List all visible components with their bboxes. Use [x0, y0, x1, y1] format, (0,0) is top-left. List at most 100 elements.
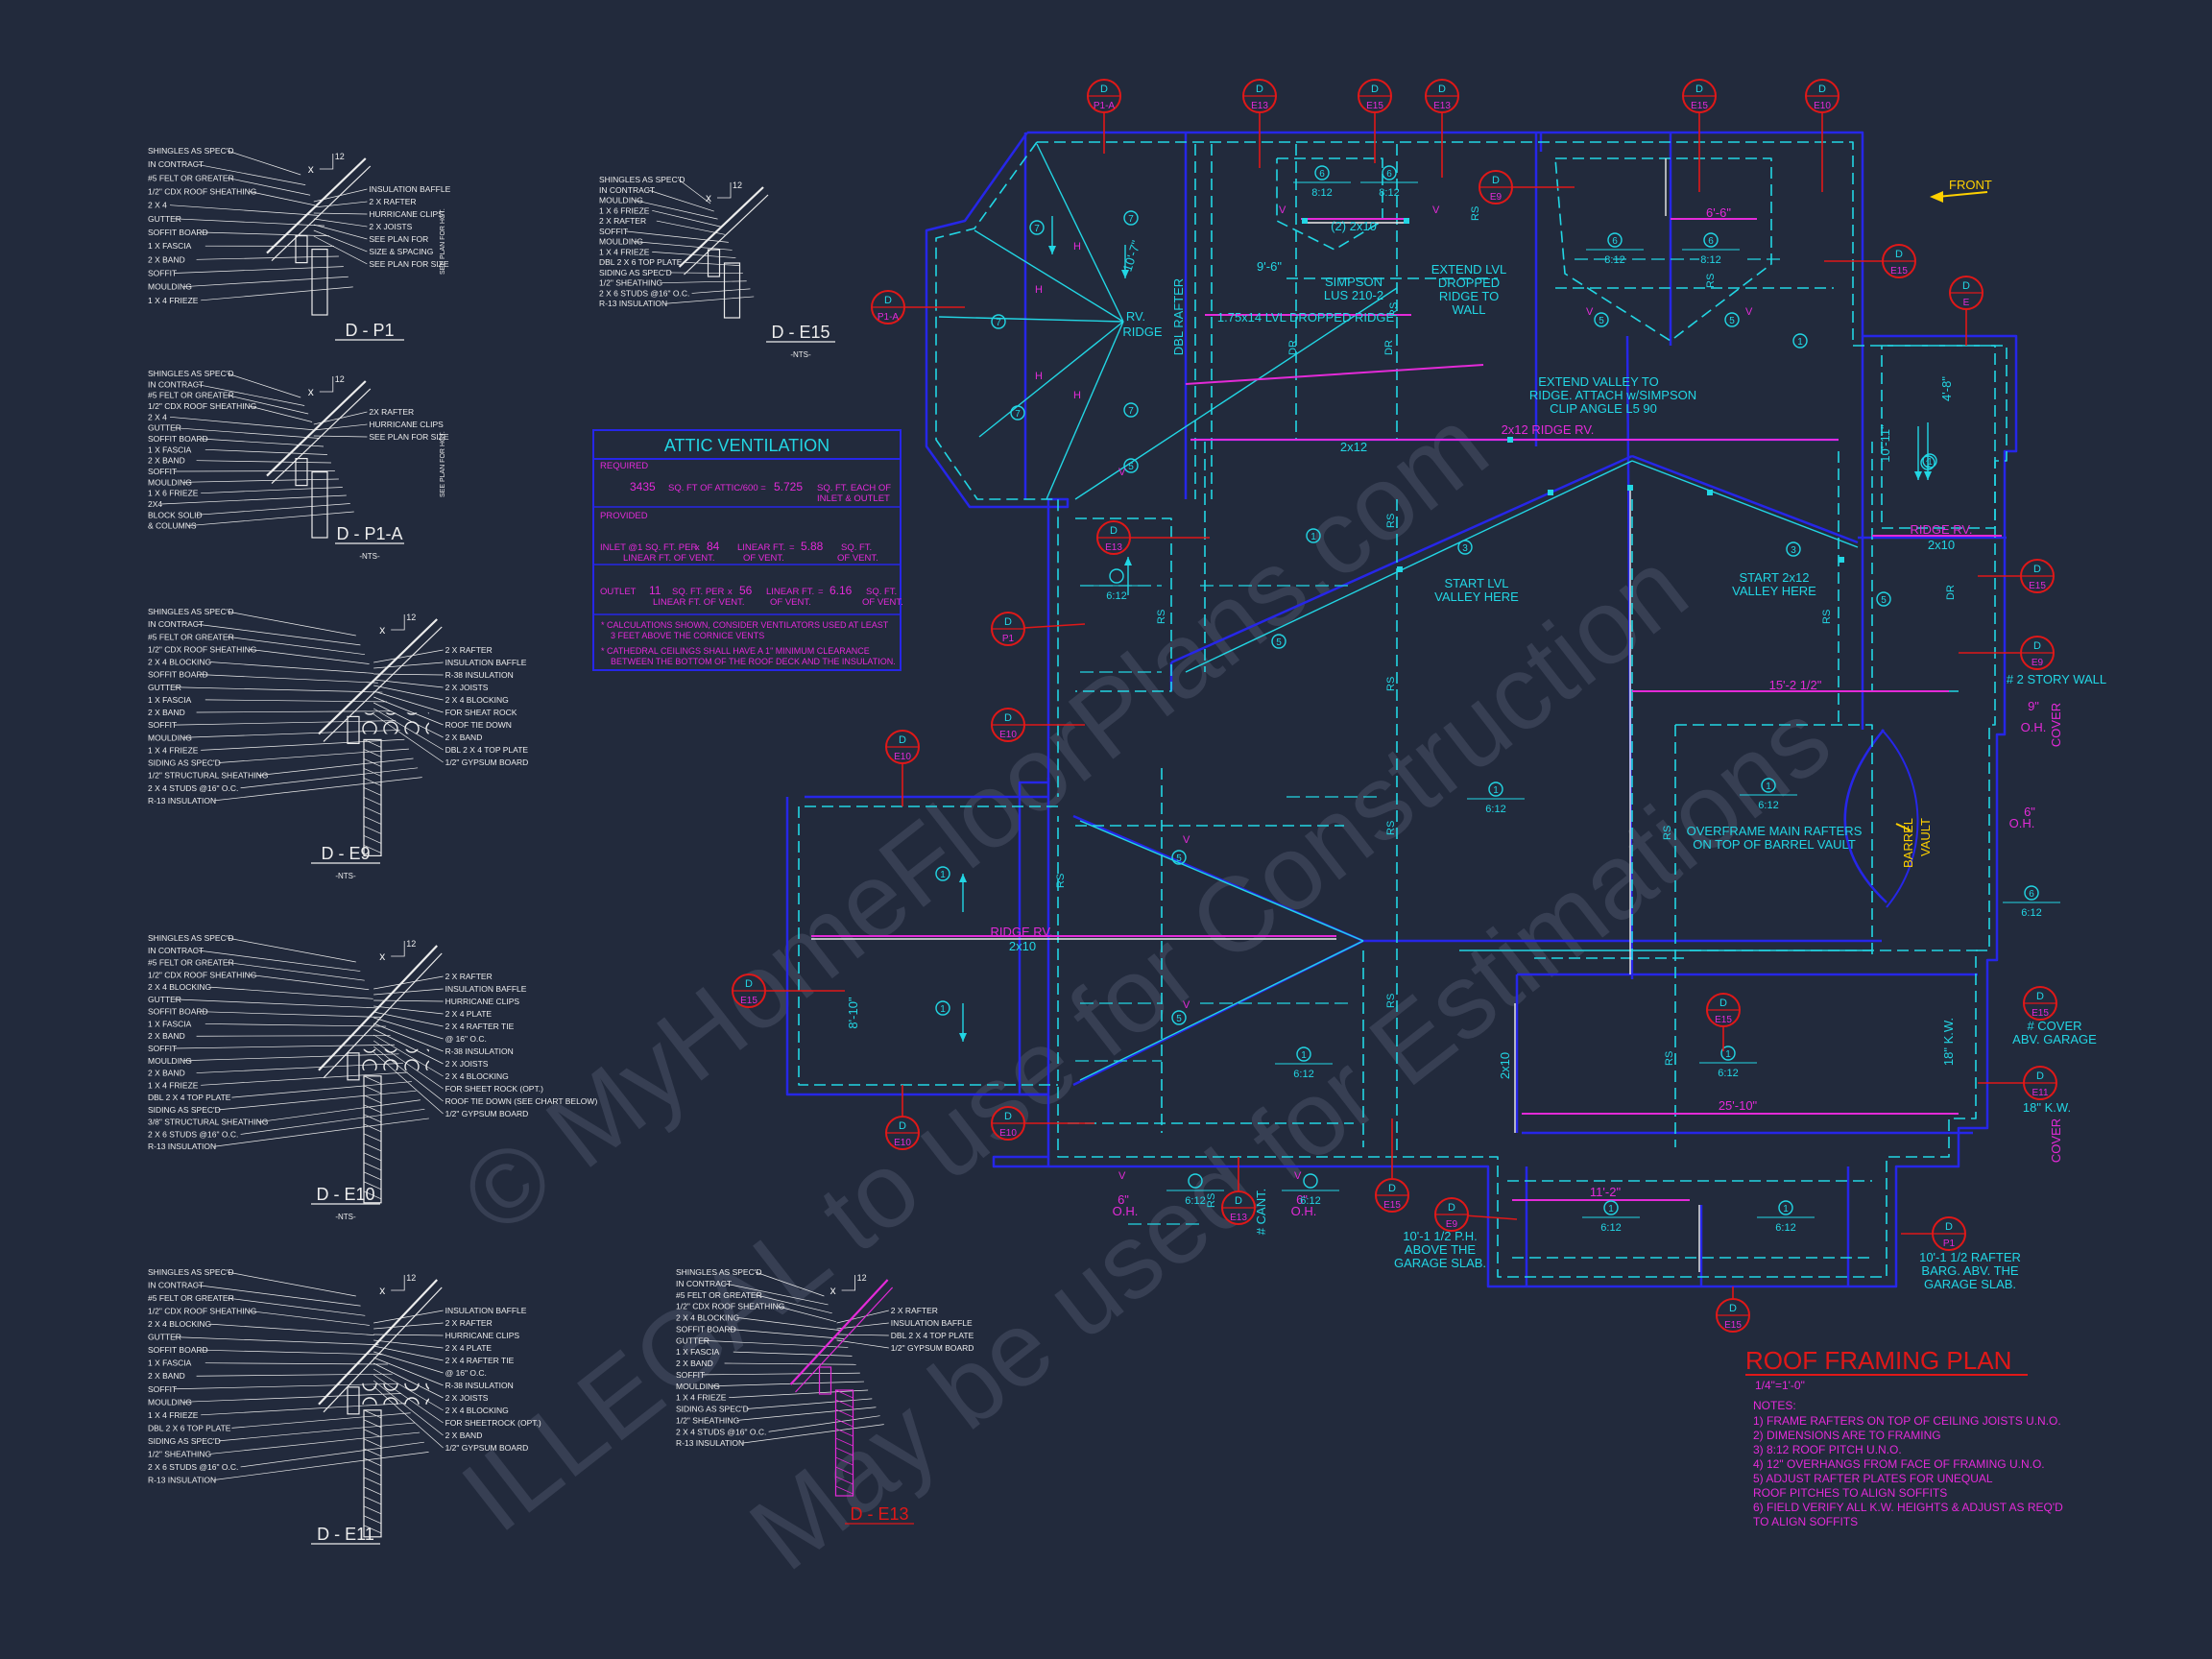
detail-label: 2 X 4 PLATE	[445, 1343, 493, 1353]
pitch-number: 1	[940, 870, 946, 880]
pitch-symbol: 66:12	[2003, 885, 2060, 919]
attic-outlet-unit: SQ. FT.	[866, 587, 897, 597]
detail-label: GUTTER	[148, 423, 181, 433]
barrel-label: BARREL	[1901, 818, 1915, 868]
oh-6-label: 6"	[2024, 805, 2035, 819]
callout-ref: E10	[999, 730, 1017, 740]
detail-title: D - E11	[317, 1525, 374, 1544]
extend-lvl-label-3: RIDGE TO	[1439, 289, 1499, 303]
detail-label: SEE PLAN FOR SIZE	[369, 259, 448, 269]
callout-ref: E13	[1105, 542, 1122, 553]
dim-6-6: 6'-6"	[1706, 205, 1731, 220]
pitch-x: x	[379, 1284, 385, 1297]
callout-ref: E15	[740, 996, 757, 1006]
detail-label: DBL 2 X 6 TOP PLATE	[599, 257, 683, 267]
pitch-number: 6	[1386, 169, 1392, 180]
detail-label: 2 X 4 BLOCKING	[445, 1071, 509, 1081]
detail-d-e13: SHINGLES AS SPEC'DIN CONTRACT#5 FELT OR …	[676, 1267, 974, 1525]
detail-label: 2X4	[148, 499, 162, 509]
detail-label: IN CONTRACT	[148, 159, 204, 169]
attic-note1a: * CALCULATIONS SHOWN, CONSIDER VENTILATO…	[601, 620, 889, 630]
attic-outlet-len-label: LINEAR FT.	[766, 587, 814, 597]
callout-d: D	[1945, 1221, 1953, 1233]
detail-label: 2 X BAND	[148, 456, 185, 466]
detail-label: 2 X 4 BLOCKING	[445, 1406, 509, 1415]
detail-label: 1 X FASCIA	[148, 1019, 192, 1028]
detail-callout: DE9	[1434, 1197, 1518, 1232]
detail-label: 2 X 4 BLOCKING	[148, 1319, 211, 1329]
pitch-value: 6:12	[1758, 800, 1778, 811]
detail-label: SOFFIT	[676, 1370, 705, 1380]
pitch-symbol: 5	[1171, 850, 1187, 865]
callout-ref: E15	[2032, 1008, 2049, 1019]
detail-label: 2 X RAFTER	[445, 972, 493, 981]
callout-ref: E9	[2032, 658, 2044, 668]
dropped-ridge-tag: DR	[1945, 585, 1957, 600]
detail-label: 2 X RAFTER	[369, 197, 416, 206]
pitch-number: 1	[1725, 1049, 1731, 1060]
callout-ref: E13	[1251, 101, 1268, 111]
detail-label: SIDING AS SPEC'D	[148, 758, 221, 768]
oh-6-label-2: O.H.	[2009, 816, 2035, 830]
oh-9-label-2: O.H.	[2021, 720, 2047, 734]
oh-6c-label: 6"	[1118, 1192, 1129, 1207]
pitch-number: 6	[1708, 236, 1714, 247]
detail-title: D - E15	[771, 323, 830, 342]
dim-8-10: 8'-10"	[846, 997, 860, 1029]
callout-d: D	[1110, 525, 1118, 537]
note-2: 2) DIMENSIONS ARE TO FRAMING	[1753, 1429, 1941, 1442]
detail-label: 2 X RAFTER	[891, 1306, 938, 1315]
ridge-rv-2x12-label: 2x12 RIDGE RV.	[1502, 422, 1595, 437]
detail-label: HURRICANE CLIPS	[369, 209, 444, 219]
extend-valley-label-3: CLIP ANGLE L5 90	[1550, 401, 1657, 416]
note-8: TO ALIGN SOFFITS	[1753, 1515, 1858, 1528]
pitch-12: 12	[857, 1273, 867, 1283]
detail-label: 1/2" GYPSUM BOARD	[445, 757, 529, 767]
pitch-symbol: 68:12	[1360, 165, 1418, 199]
detail-label: 2 X 6 STUDS @16" O.C.	[148, 1129, 238, 1139]
attic-inlet-label: INLET @1 SQ. FT. PER	[600, 542, 697, 553]
detail-label: 1 X 4 FRIEZE	[148, 1410, 199, 1420]
attic-req-value: 3435	[630, 480, 656, 493]
note-5: 5) ADJUST RAFTER PLATES FOR UNEQUAL	[1753, 1472, 1993, 1485]
detail-label: 2X RAFTER	[369, 407, 414, 417]
pitch-symbol: 5	[1876, 591, 1891, 607]
detail-callout: DP1-A	[1087, 79, 1121, 154]
detail-label: 2 X BAND	[148, 1069, 185, 1078]
detail-label: 1/2" CDX ROOF SHEATHING	[148, 187, 256, 197]
detail-label: 1 X 6 FRIEZE	[599, 205, 650, 215]
oh-6e-label: 6"	[1296, 1192, 1308, 1207]
detail-label: SOFFIT BOARD	[148, 1007, 208, 1017]
callout-ref: E9	[1446, 1219, 1458, 1230]
start-lvl-label: START LVL	[1445, 576, 1509, 590]
detail-label: SOFFIT BOARD	[148, 1345, 208, 1355]
detail-label: 2 X BAND	[148, 1371, 185, 1381]
pitch-number: 1	[1608, 1204, 1614, 1214]
attic-outlet-result: 6.16	[830, 584, 853, 597]
detail-label: SOFFIT	[599, 227, 628, 236]
callout-ref: P1	[1002, 634, 1015, 644]
note-7: 6) FIELD VERIFY ALL K.W. HEIGHTS & ADJUS…	[1753, 1501, 2063, 1514]
pitch-symbol: 5	[1123, 458, 1139, 473]
detail-vert-label: SEE PLAN FOR HGT.	[440, 431, 446, 497]
oh-6d-label: O.H.	[1113, 1204, 1139, 1218]
pitch-number: 1	[1783, 1204, 1789, 1214]
detail-vert-label: SEE PLAN FOR HGT.	[440, 208, 446, 275]
callout-ref: E15	[1715, 1015, 1732, 1025]
detail-label: HURRICANE CLIPS	[445, 997, 520, 1006]
attic-outlet-len: 56	[739, 584, 753, 597]
detail-d-e9: SHINGLES AS SPEC'DIN CONTRACT#5 FELT OR …	[148, 607, 528, 880]
rafter-support-tag: RS	[1156, 610, 1167, 624]
attic-inlet-unit: SQ. FT.	[841, 542, 872, 553]
pitch-12: 12	[406, 1273, 416, 1283]
attic-req-text: SQ. FT OF ATTIC/600 =	[668, 483, 766, 493]
dim-2x10-b: 2x10	[1498, 1052, 1512, 1079]
detail-label: SHINGLES AS SPEC'D	[599, 175, 685, 184]
cant-label: # CANT.	[1254, 1189, 1268, 1235]
detail-label: SEE PLAN FOR	[369, 234, 428, 244]
dim-9-6: 9'-6"	[1257, 259, 1282, 274]
